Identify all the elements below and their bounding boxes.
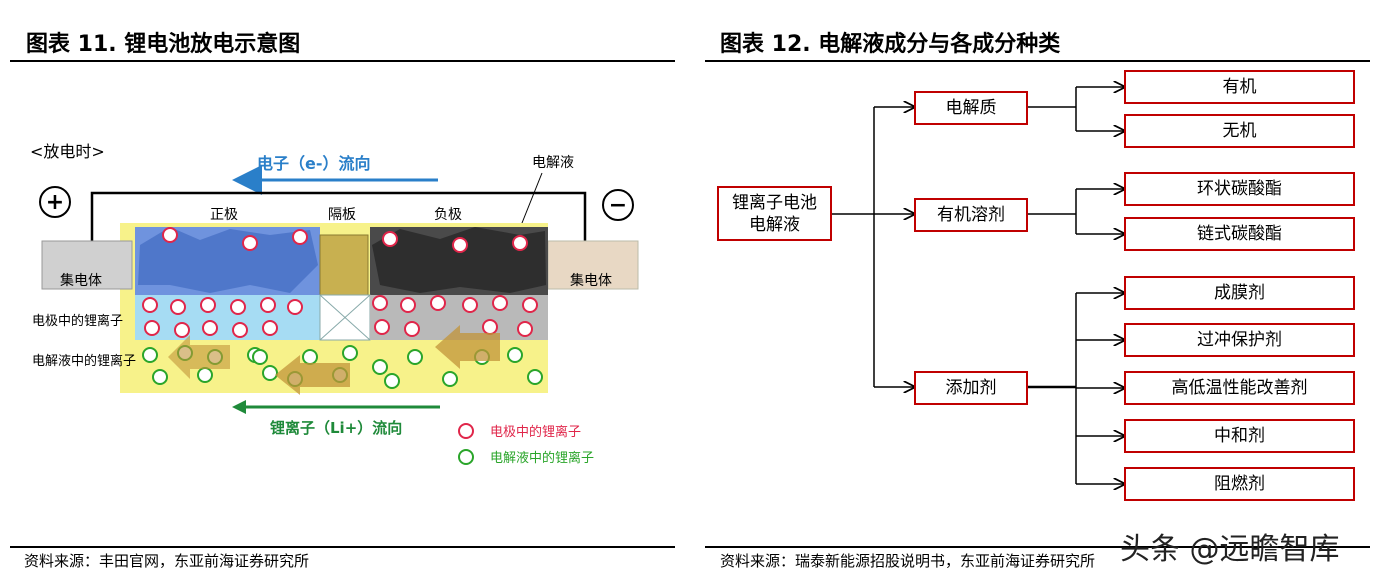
leaf-node: 阻燃剂 [1124,467,1355,501]
plus-symbol: + [46,190,64,215]
figure-11-source: 资料来源：丰田官网，东亚前海证券研究所 [24,552,310,570]
electrode-ion-icon [242,235,258,251]
state-label: <放电时> [30,142,105,161]
electrode-ions [142,227,538,338]
electrode-ion-icon [517,321,533,337]
electrolyte-ions [142,345,543,389]
electrolyte-ion-icon [442,371,458,387]
group-node-electrolyte-salt: 电解质 [914,91,1028,125]
electrode-ion-icon [287,299,303,315]
electrolyte-ion-icon [252,349,268,365]
electrolyte-ion-icon [372,359,388,375]
electrode-ion-icon [144,320,160,336]
electrode-ion-icon [292,229,308,245]
legend-red-ion-icon [458,423,474,439]
electrode-ion-icon [174,322,190,338]
legend-red-label: 电极中的锂离子 [490,424,581,440]
electrode-ion-icon [404,321,420,337]
watermark: 头条 @远瞻智库 [1120,532,1340,567]
electrode-ion-icon [430,295,446,311]
collector-right [547,240,639,290]
electrode-ion-icon [452,237,468,253]
electrode-ion-icon [232,322,248,338]
electrolyte-ion-icon [507,347,523,363]
electrolyte-label: 电解液 [532,155,574,171]
electrolyte-ion-icon [142,347,158,363]
electrolyte-ion-icon [527,369,543,385]
electrode-ion-icon [522,297,538,313]
plus-terminal-icon [39,186,71,218]
minus-terminal-icon [602,189,634,221]
leaf-node: 成膜剂 [1124,276,1355,310]
separator-label: 隔板 [328,207,356,223]
collector-left-label: 集电体 [60,272,102,289]
row-label-electrolyte-ions: 电解液中的锂离子 [32,353,136,369]
ion-move-arrow-3 [168,335,230,379]
separator-block [319,234,369,296]
svg-text:<放电时>: <放电时> [30,142,105,161]
electrolyte-ion-icon [302,349,318,365]
figure-12-bottom-rule [705,546,1370,548]
electrolyte-ion-icon [342,345,358,361]
figure-11-top-rule [10,60,675,62]
leaf-node: 中和剂 [1124,419,1355,453]
collector-left [41,240,133,290]
external-circuit-wire [90,191,587,245]
cathode-label: 正极 [210,207,238,223]
leaf-node: 链式碳酸酯 [1124,217,1355,251]
figure-11-bottom-rule [10,546,675,548]
cathode-particles [138,227,318,293]
electrolyte-ion-icon [197,367,213,383]
electrolyte-ion-icon [384,373,400,389]
ion-move-arrow-2 [275,355,350,395]
leaf-node: 环状碳酸酯 [1124,172,1355,206]
electrode-ion-icon [372,295,388,311]
leaf-node: 高低温性能改善剂 [1124,371,1355,405]
electron-flow-label: 电子（e-）流向 [257,154,371,173]
electrode-ion-icon [200,297,216,313]
ion-move-arrow-1 [435,325,500,369]
electrolyte-ion-icon [407,349,423,365]
anode-particles [372,227,546,293]
battery-discharge-diagram: <放电时> 电子（e-）流向 电解液 + − 正极 隔板 负极 集电体 集电体 … [30,142,639,466]
collector-right-label: 集电体 [570,272,612,289]
row-label-electrode-ions: 电极中的锂离子 [32,313,123,329]
root-node: 锂离子电池 电解液 [717,186,832,241]
group-node-organic-solvent: 有机溶剂 [914,198,1028,232]
electrode-ion-icon [262,320,278,336]
electrode-ion-icon [374,319,390,335]
figure-12-source: 资料来源：瑞泰新能源招股说明书，东亚前海证券研究所 [720,552,1096,570]
electrode-ion-icon [462,297,478,313]
electrode-ion-icon [260,297,276,313]
separator-cross-line-2 [319,294,371,341]
figure-12-top-rule [705,60,1370,62]
electrode-ion-icon [230,299,246,315]
figure-11-title: 图表 11. 锂电池放电示意图 [26,32,301,57]
electrode-ion-icon [162,227,178,243]
electrode-ion-icon [202,320,218,336]
electrode-ion-icon [482,319,498,335]
leaf-node: 有机 [1124,70,1355,104]
electrode-ion-icon [492,295,508,311]
leaf-node: 无机 [1124,114,1355,148]
electrolyte-ion-icon [262,365,278,381]
anode-label: 负极 [434,207,462,223]
electrode-ion-icon [400,297,416,313]
ion-flow-arrowhead [232,400,246,414]
figure-12-title: 图表 12. 电解液成分与各成分种类 [720,32,1061,57]
legend-green-ion-icon [458,449,474,465]
legend-green-label: 电解液中的锂离子 [490,450,594,466]
electrode-ion-icon [382,231,398,247]
electrode-ion-icon [170,299,186,315]
electrode-ion-icon [512,235,528,251]
electrode-ion-icon [142,297,158,313]
ion-flow-label: 锂离子（Li+）流向 [270,419,402,437]
leaf-node: 过冲保护剂 [1124,323,1355,357]
electrolyte-ion-icon [152,369,168,385]
minus-symbol: − [609,193,627,218]
group-node-additive: 添加剂 [914,371,1028,405]
